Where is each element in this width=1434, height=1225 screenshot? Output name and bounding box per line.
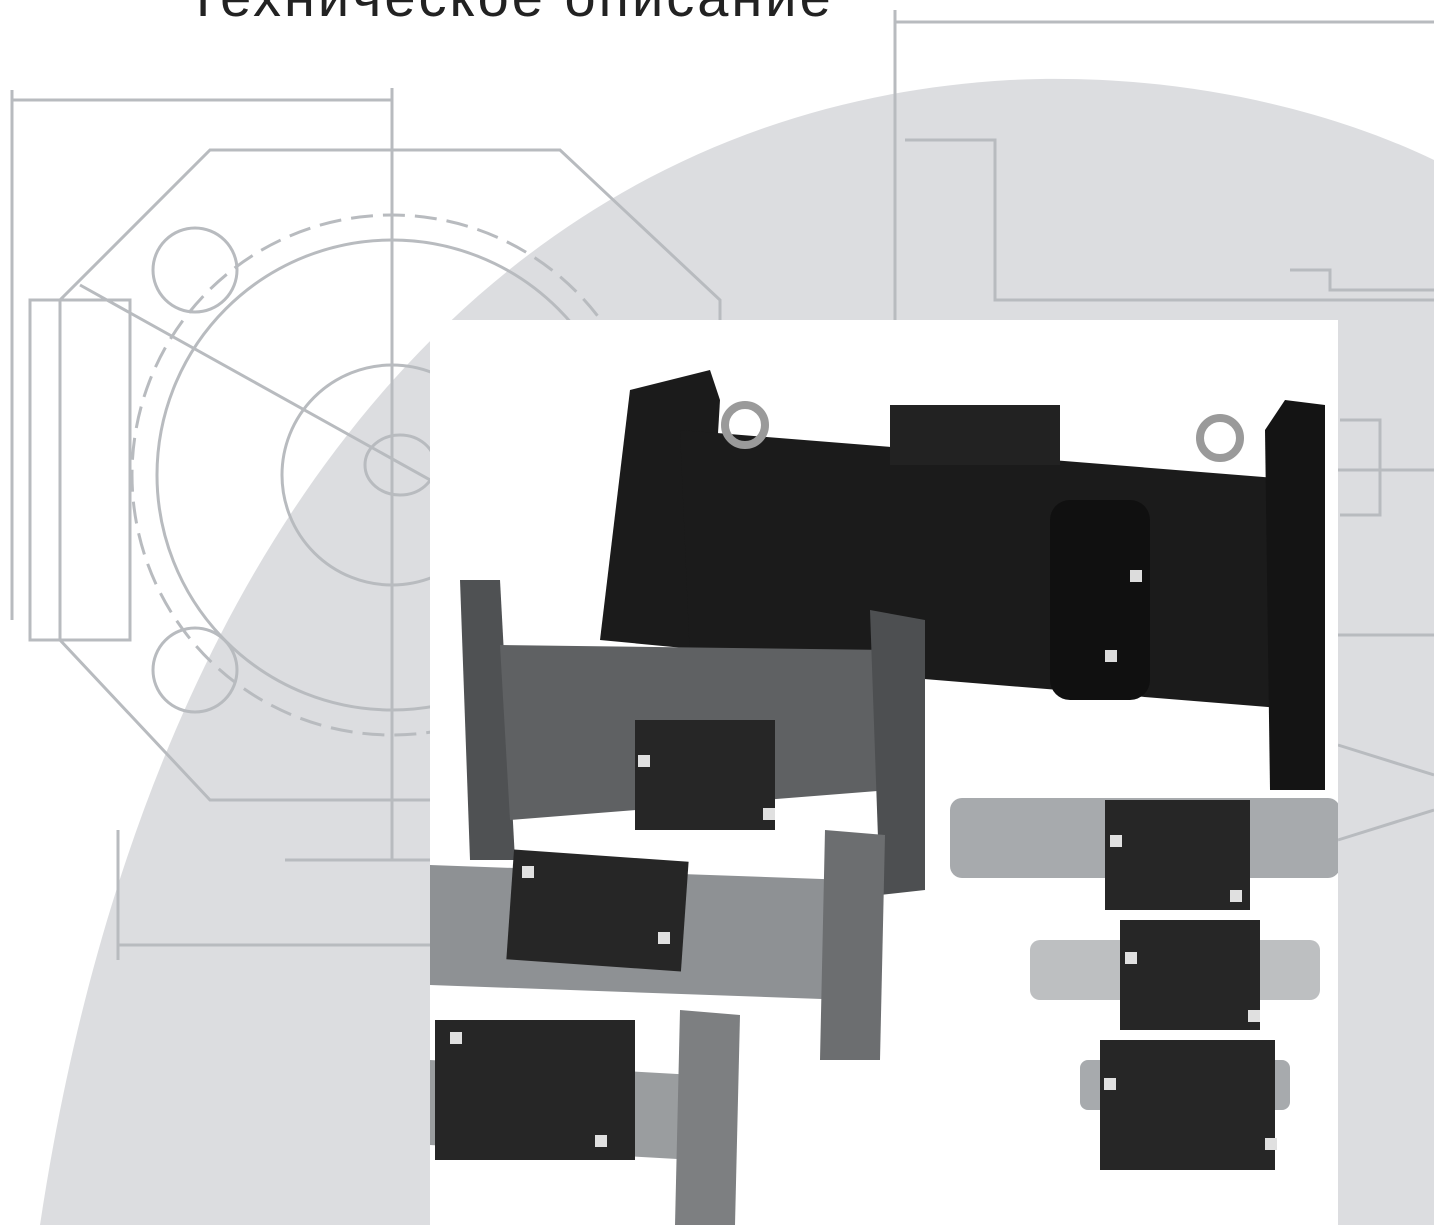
large-black-flowmeter <box>600 370 1325 790</box>
page-title: Техническое описание <box>186 0 834 29</box>
compact-flowmeter-a <box>1030 920 1320 1030</box>
product-photo <box>430 320 1338 1225</box>
silver-pipe-flowmeter-medium <box>430 830 885 1060</box>
small-flanged-flowmeter <box>430 1010 740 1225</box>
gray-flanged-flowmeter <box>460 580 925 895</box>
compact-flowmeter-b <box>1080 1040 1290 1170</box>
flowmeter-group-illustration <box>430 320 1338 1225</box>
threaded-pipe-flowmeter <box>950 798 1338 910</box>
